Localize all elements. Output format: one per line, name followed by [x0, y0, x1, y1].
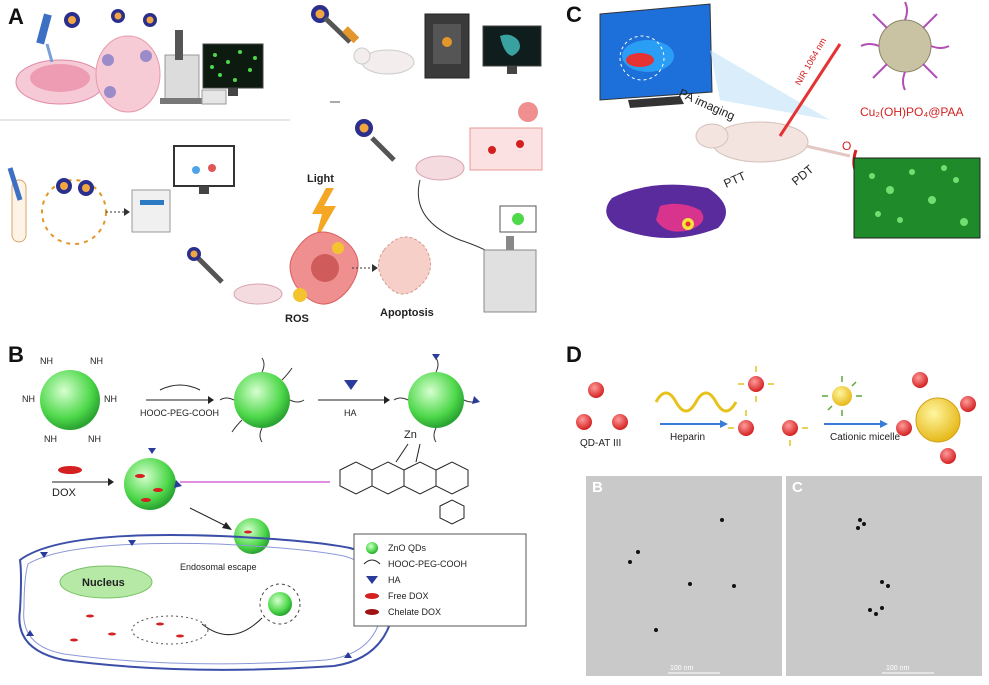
- imaging-system-icon: [424, 13, 542, 79]
- panel-d-label: D: [566, 342, 582, 367]
- legend-zno: ZnO QDs: [388, 543, 427, 553]
- light-label: Light: [307, 173, 334, 185]
- amine-qd-icon: [40, 370, 100, 430]
- fluorescence-cell-image: [853, 157, 981, 239]
- lightning-icon: [312, 188, 336, 244]
- petri-dish: [15, 59, 105, 105]
- heparin-wave-icon: [654, 391, 738, 413]
- volcano-plot-monitor-icon: [173, 145, 235, 194]
- panel-d-scheme: QD-AT III Heparin Cationic m: [576, 366, 976, 464]
- panel-b-label: B: [8, 342, 24, 367]
- panel-b-illustration: NH NH NH NH NH NH HOOC-PEG-COOH HA: [18, 354, 527, 671]
- panel-b: B NH NH NH NH NH NH HOOC-PEG-COOH: [0, 340, 545, 680]
- tem-right-label: C: [792, 479, 803, 496]
- legend-chelate-dox: Chelate DOX: [388, 607, 441, 617]
- ha-triangle-icon: [344, 380, 358, 390]
- cell-icon: [95, 35, 161, 113]
- tem-image-left: B 100 nm: [586, 476, 782, 676]
- panel-a-label: A: [8, 4, 24, 29]
- nh2-label-3: NH: [22, 394, 35, 404]
- nh2-label: NH: [40, 356, 53, 366]
- zn-label: Zn: [404, 429, 417, 441]
- microscope-icon: [160, 30, 204, 104]
- thermal-image-icon: [606, 184, 726, 238]
- dox-loaded-qd-icon: [124, 448, 182, 510]
- heparin-bound-qd-icons: [728, 366, 808, 446]
- cancer-cell-icon: [289, 231, 359, 305]
- tumor-mouse-icon: [355, 119, 465, 181]
- panel-c-label: C: [566, 2, 582, 27]
- qd-at-iii-icons: [576, 382, 628, 430]
- tem-left-scale: 100 nm: [670, 665, 694, 672]
- mouse-icon-c: [695, 121, 851, 163]
- apoptosis-label: Apoptosis: [380, 307, 434, 319]
- syringe-icon-2: [187, 247, 224, 284]
- legend-peg: HOOC-PEG-COOH: [388, 559, 467, 569]
- endosomal-escape-label: Endosomal escape: [180, 562, 257, 572]
- ha-reagent-label: HA: [344, 408, 357, 418]
- panel-c: C PA imaging NIR 1064 nm PTT PDT: [560, 0, 989, 250]
- test-tube-icon: [7, 167, 27, 243]
- mouse-icon: [353, 47, 415, 75]
- nh2-label-4: NH: [104, 394, 117, 404]
- micelle-label: Cationic micelle: [830, 432, 900, 443]
- sequencer-icon: [131, 189, 171, 233]
- nh2-label-6: NH: [88, 434, 101, 444]
- mouse-icon-2: [233, 283, 283, 305]
- nh2-label-5: NH: [44, 434, 57, 444]
- dox-chelate-structure: [339, 443, 469, 525]
- tem-image-right: C 100 nm: [786, 476, 982, 676]
- ros-label: ROS: [285, 313, 309, 325]
- dox-label: DOX: [52, 487, 77, 499]
- cationic-micelle-icon: [822, 376, 862, 416]
- panel-c-illustration: PA imaging NIR 1064 nm PTT PDT C: [599, 1, 981, 239]
- fluorescence-monitor-icon: [201, 43, 264, 105]
- legend-box: [353, 533, 527, 627]
- released-zn-icon: [131, 615, 209, 645]
- nanoparticle-icon: [860, 1, 950, 91]
- panel-a-illustration: Light ROS Apoptosis: [0, 5, 543, 325]
- qd-at-iii-label: QD-AT III: [580, 438, 621, 449]
- imaging-cart-icon: [417, 179, 537, 313]
- cell-membrane: [18, 534, 396, 671]
- nanoparticle-formula: Cu₂(OH)PO₄@PAA: [860, 105, 964, 119]
- panel-a: A: [0, 0, 545, 330]
- apoptotic-cell-icon: [378, 236, 431, 295]
- ptt-label: PTT: [722, 168, 749, 190]
- syringe-icon: [323, 16, 360, 44]
- ha-qd-icon: [393, 354, 480, 443]
- dox-icon: [58, 466, 82, 474]
- nir-label: NIR 1064 nm: [793, 36, 828, 87]
- o2-label: O: [842, 139, 851, 153]
- nucleus-label: Nucleus: [82, 577, 125, 589]
- heparin-label: Heparin: [670, 432, 705, 443]
- pa-monitor-icon: [599, 3, 713, 108]
- tem-right-scale: 100 nm: [886, 665, 910, 672]
- peg-qd-icon: [219, 357, 305, 443]
- legend-free-dox: Free DOX: [388, 591, 429, 601]
- tem-left-label: B: [592, 479, 603, 496]
- endosome-icon: [259, 583, 301, 625]
- vesicle-icon: [41, 178, 107, 245]
- pipette-icon: [36, 13, 54, 63]
- nir-laser-beam: [778, 43, 842, 137]
- receptor-icons: [26, 540, 392, 658]
- blood-vessel-icon: [469, 102, 543, 171]
- pdt-label: PDT: [789, 162, 817, 189]
- peg-reagent-label: HOOC-PEG-COOH: [140, 408, 219, 418]
- nucleus-icon: [59, 565, 153, 599]
- nh2-label-2: NH: [90, 356, 103, 366]
- legend-ha: HA: [388, 575, 401, 585]
- panel-d: D QD-AT III Heparin: [560, 340, 989, 680]
- complex-assembly-icon: [896, 372, 976, 464]
- virus-particle-icon: [64, 5, 329, 28]
